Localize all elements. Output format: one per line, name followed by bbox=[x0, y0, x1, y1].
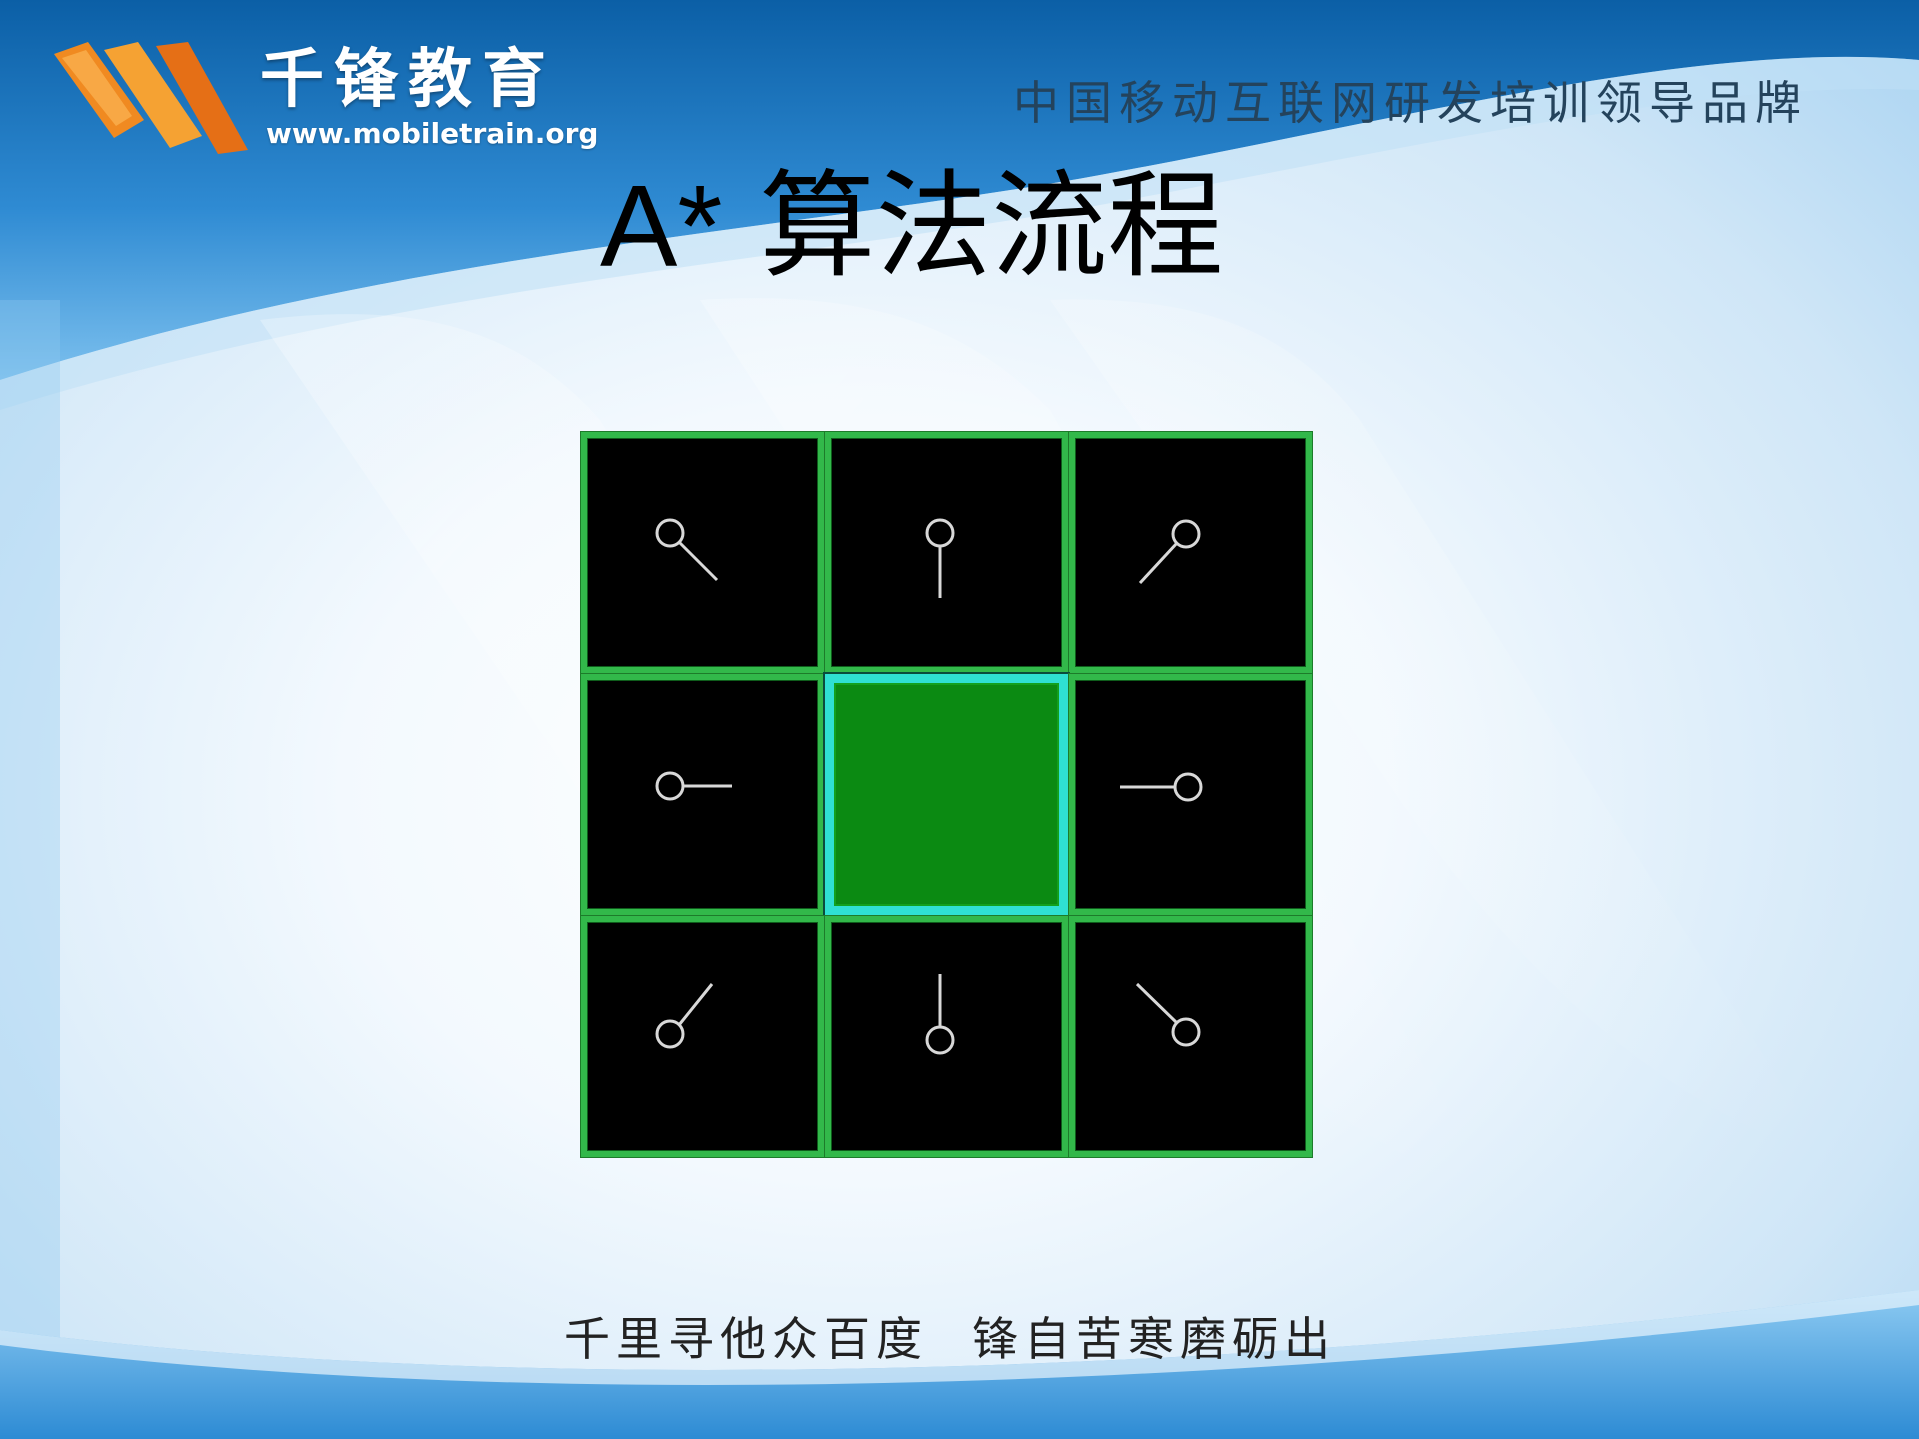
brand-logo[interactable]: 千锋教育 www.mobiletrain.org bbox=[52, 40, 598, 160]
stripes-logo-icon bbox=[54, 42, 248, 154]
pin-arrow-icon bbox=[1120, 772, 1203, 802]
slide-title-latin: A* bbox=[600, 161, 723, 291]
pin-arrow-icon bbox=[655, 518, 719, 582]
footer-motto-right: 锋自苦寒磨砺出 bbox=[972, 1312, 1336, 1366]
grid-cell-middle-right bbox=[1069, 674, 1312, 915]
brand-name: 千锋教育 bbox=[260, 43, 556, 117]
astar-neighbor-grid bbox=[581, 432, 1312, 1157]
brand-slogan: 中国移动互联网研发培训领导品牌 bbox=[1013, 76, 1808, 130]
grid-cell-top-center bbox=[825, 432, 1068, 673]
footer-motto: 千里寻他众百度锋自苦寒磨砺出 bbox=[564, 1316, 1336, 1362]
brand-url[interactable]: www.mobiletrain.org bbox=[266, 117, 599, 150]
grid-cell-top-right bbox=[1069, 432, 1312, 673]
slide-title: A* 算法流程 bbox=[600, 168, 1223, 285]
grid-cell-bottom-right bbox=[1069, 916, 1312, 1157]
grid-cell-top-left bbox=[581, 432, 824, 673]
grid-cell-middle-left bbox=[581, 674, 824, 915]
grid-cell-bottom-left bbox=[581, 916, 824, 1157]
pin-arrow-icon bbox=[655, 983, 714, 1049]
grid-cell-bottom-center bbox=[825, 916, 1068, 1157]
footer-motto-left: 千里寻他众百度 bbox=[564, 1312, 928, 1366]
pin-arrow-icon bbox=[1138, 519, 1201, 585]
pin-arrow-icon bbox=[1135, 982, 1201, 1047]
pin-arrow-icon bbox=[925, 518, 955, 598]
grid-cell-center bbox=[825, 674, 1068, 915]
slide-title-cjk: 算法流程 bbox=[759, 159, 1224, 294]
pin-arrow-icon bbox=[925, 974, 955, 1055]
pin-arrow-icon bbox=[655, 771, 732, 801]
